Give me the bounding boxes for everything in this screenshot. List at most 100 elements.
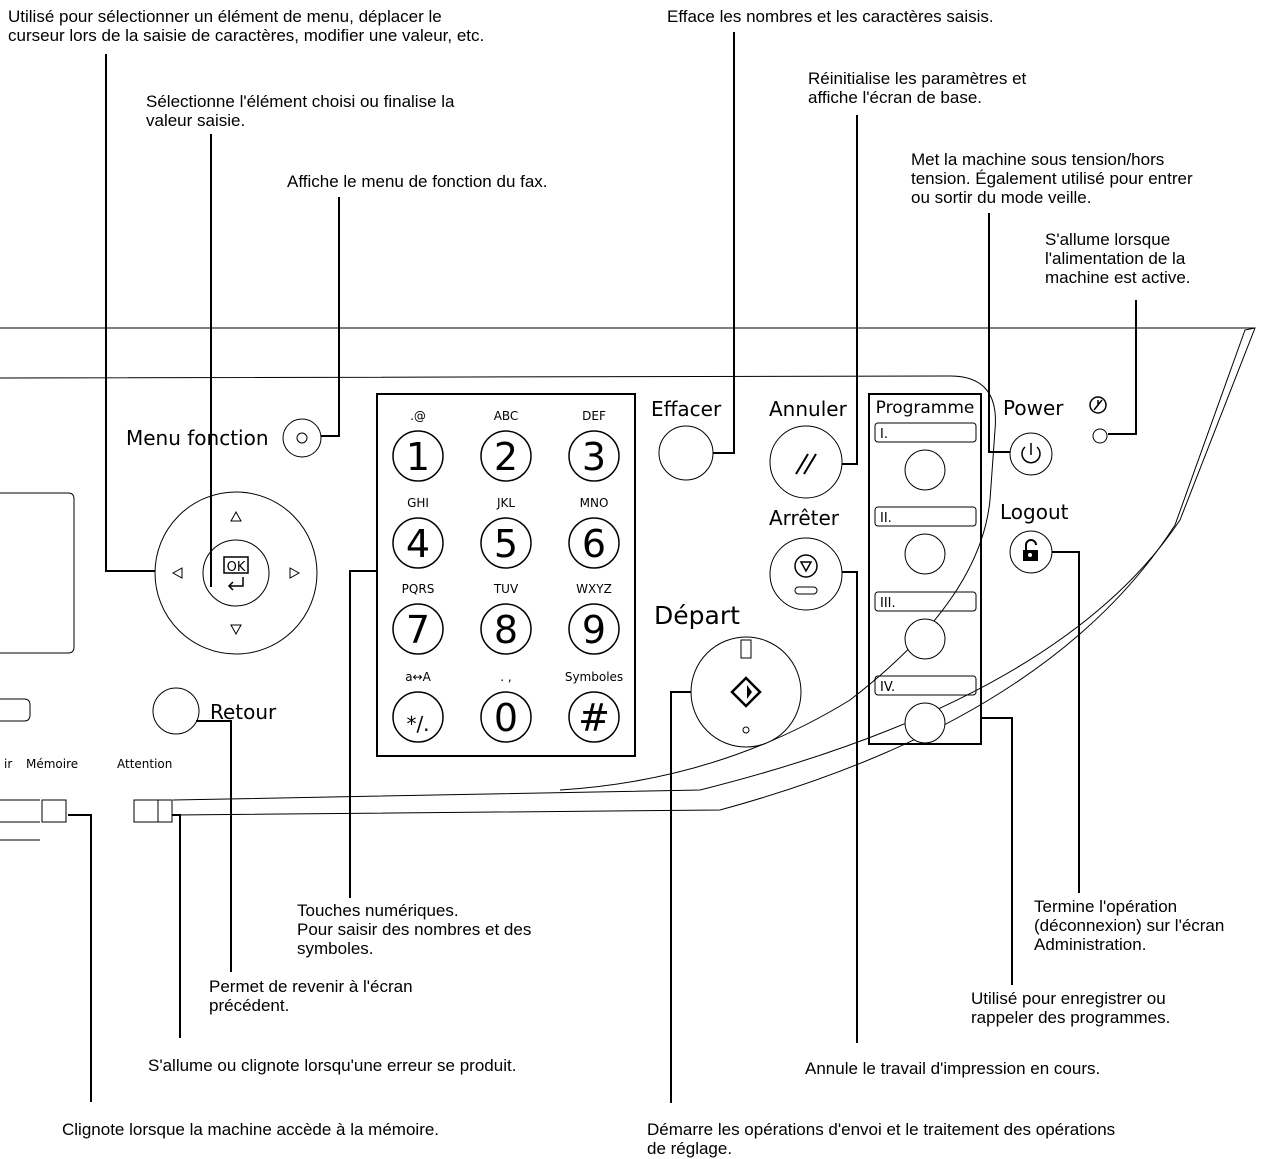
program-3-button[interactable]	[904, 618, 946, 660]
key-letters: ABC	[494, 409, 519, 423]
callout-stop: Annule le travail d'impression en cours.	[805, 1059, 1101, 1078]
key-digit: 9	[582, 608, 606, 652]
programme-label: Programme	[876, 398, 975, 418]
key-digit: 2	[494, 435, 518, 479]
key-9-button[interactable]	[568, 603, 620, 655]
key-digit: 0	[494, 696, 518, 740]
callout-back: Permet de revenir à l'écran précédent.	[209, 977, 413, 1015]
program-slot-label: I.	[880, 427, 888, 442]
callout-power: Met la machine sous tension/hors tension…	[911, 150, 1193, 207]
enter-icon	[227, 577, 244, 591]
depart-button[interactable]	[690, 636, 802, 748]
key-letters: a↔A	[405, 670, 431, 684]
retour-button[interactable]	[152, 687, 200, 735]
power-led	[1092, 428, 1108, 444]
effacer-button[interactable]	[658, 425, 714, 481]
program-1-button[interactable]	[904, 449, 946, 491]
depart-indicator	[740, 639, 752, 659]
key-digit: 5	[494, 522, 518, 566]
logout-label: Logout	[1000, 500, 1069, 524]
key-2-button[interactable]	[480, 430, 532, 482]
key-8-button[interactable]	[480, 603, 532, 655]
stop-icon	[794, 554, 818, 578]
program-keys: I. II. III. IV.	[874, 422, 977, 744]
power-icon	[1021, 443, 1041, 464]
menu-fonction-button[interactable]	[282, 418, 322, 458]
program-4-button[interactable]	[904, 702, 946, 744]
key-digit: */.	[406, 712, 429, 736]
key-letters: GHI	[407, 496, 429, 510]
ir-fragment-label: ir	[4, 757, 12, 771]
key-4-button[interactable]	[392, 517, 444, 569]
program-slot-label: III.	[880, 596, 896, 611]
key-letters: JKL	[496, 496, 515, 510]
programme-frame	[868, 393, 982, 745]
key-11-button[interactable]	[480, 691, 532, 743]
callout-clear: Efface les nombres et les caractères sai…	[667, 7, 994, 26]
callout-fax-menu: Affiche le menu de fonction du fax.	[287, 172, 548, 191]
right-arrow-icon[interactable]	[289, 567, 301, 579]
arreter-button[interactable]	[769, 537, 843, 611]
numeric-keypad-frame	[376, 393, 636, 757]
key-10-button[interactable]	[392, 691, 444, 743]
left-arrow-icon[interactable]	[171, 567, 183, 579]
memory-label: Mémoire	[26, 757, 78, 771]
up-arrow-icon[interactable]	[230, 510, 242, 522]
key-letters: TUV	[493, 582, 519, 596]
callout-reset: Réinitialise les paramètres et affiche l…	[808, 69, 1027, 107]
key-digit: 4	[406, 522, 430, 566]
attention-label: Attention	[117, 757, 172, 771]
callout-power-led: S'allume lorsque l'alimentation de la ma…	[1045, 230, 1191, 287]
key-3-button[interactable]	[568, 430, 620, 482]
program-slot-label: IV.	[880, 680, 895, 695]
key-6-button[interactable]	[568, 517, 620, 569]
menu-fonction-label: Menu fonction	[126, 426, 269, 450]
reset-icon	[795, 453, 817, 475]
leader-lines	[68, 32, 1137, 1103]
menu-fonction-button-mark	[296, 432, 308, 444]
program-slot-1	[874, 422, 977, 443]
lock-icon	[1025, 539, 1037, 550]
key-letters: DEF	[582, 409, 606, 423]
callout-ok: Sélectionne l'élément choisi ou finalise…	[146, 92, 455, 130]
attention-led	[133, 799, 159, 823]
stop-indicator	[794, 586, 818, 595]
annuler-label: Annuler	[769, 397, 848, 421]
callout-numeric-keys: Touches numériques. Pour saisir des nomb…	[297, 901, 532, 958]
left-key-fragment[interactable]	[0, 698, 31, 722]
program-slot-label: II.	[880, 511, 892, 526]
key-digit: 3	[582, 435, 606, 479]
program-slot-4	[874, 675, 977, 696]
power-label: Power	[1003, 396, 1064, 420]
program-slot-3	[874, 591, 977, 612]
callout-memory: Clignote lorsque la machine accède à la …	[62, 1120, 440, 1139]
ok-label: OK	[227, 560, 246, 575]
key-1-button[interactable]	[392, 430, 444, 482]
key-digit: #	[578, 696, 610, 740]
key-digit: 7	[406, 608, 430, 652]
key-letters: PQRS	[402, 582, 435, 596]
depart-label: Départ	[654, 601, 740, 630]
down-arrow-icon[interactable]	[230, 624, 242, 636]
callout-logout: Termine l'opération (déconnexion) sur l'…	[1034, 897, 1225, 954]
key-letters: WXYZ	[576, 582, 612, 596]
key-digit: 1	[406, 435, 430, 479]
callout-start: Démarre les opérations d'envoi et le tra…	[647, 1120, 1116, 1158]
annuler-button[interactable]	[769, 425, 843, 499]
callout-attention: S'allume ou clignote lorsqu'une erreur s…	[148, 1056, 517, 1075]
key-5-button[interactable]	[480, 517, 532, 569]
numeric-keypad: .@1ABC2DEF3GHI4JKL5MNO6PQRS7TUV8WXYZ9a↔A…	[392, 409, 623, 743]
key-7-button[interactable]	[392, 603, 444, 655]
callout-menu-navigation: Utilisé pour sélectionner un élément de …	[8, 7, 485, 45]
start-icon	[730, 676, 762, 708]
display-screen-edge	[0, 492, 75, 654]
key-12-button[interactable]	[568, 691, 620, 743]
key-letters: Symboles	[565, 670, 623, 684]
key-letters: .@	[410, 409, 426, 423]
program-slot-2	[874, 506, 977, 527]
callout-program: Utilisé pour enregistrer ou rappeler des…	[971, 989, 1171, 1027]
program-2-button[interactable]	[904, 533, 946, 575]
key-letters: . ,	[500, 670, 511, 684]
memory-led	[41, 799, 67, 823]
